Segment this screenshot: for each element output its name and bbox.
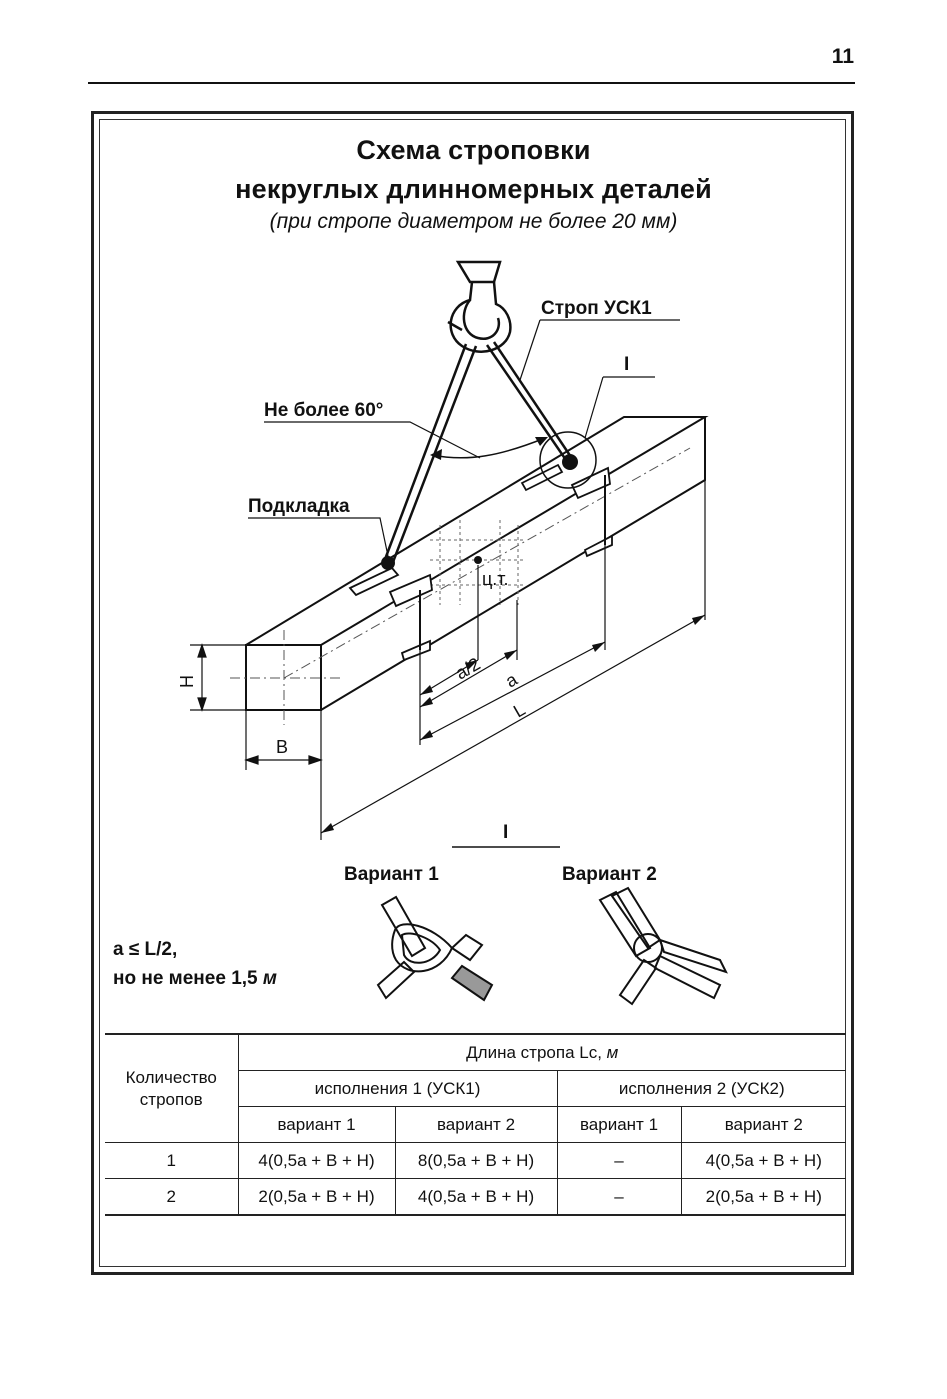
cell-e2v2: 2(0,5a + B + H) [680,1178,846,1216]
header-length-text: Длина стропа Lс, [466,1042,607,1062]
dim-L-label: L [510,699,529,721]
angle-arc [431,437,546,459]
header-e2-variant1: вариант 1 [556,1106,682,1143]
variant1-label: Вариант 1 [344,864,439,885]
detail-roman-I: I [503,822,508,843]
header-length: Длина стропа Lс, м [237,1033,846,1071]
table-row: 1 4(0,5a + B + H) 8(0,5a + B + H) – 4(0,… [105,1142,846,1179]
header-e1-variant1: вариант 1 [237,1106,396,1143]
beam-axis [230,447,691,725]
cog-label: ц.т. [482,569,509,589]
callout-roman-I: I [624,354,629,375]
table-row: 2 2(0,5a + B + H) 4(0,5a + B + H) – 2(0,… [105,1178,846,1216]
dimension-arrows [321,615,705,833]
sling-length-table: Количество стропов Длина стропа Lс, м ис… [105,1033,846,1216]
page-frame-inner [99,119,846,1267]
condition-line2-text: но не менее 1,5 [113,968,263,989]
right-sling-knot [562,454,578,470]
angle-arrow-right [535,437,548,446]
left-sling-knot [381,556,395,570]
page-subtitle: (при стропе диаметром не более 20 мм) [269,210,678,233]
cell-e1v2: 4(0,5a + B + H) [394,1178,558,1216]
variant2-knot-icon [598,886,728,1006]
variant2-label: Вариант 2 [562,864,657,885]
row-count: 1 [105,1142,239,1179]
header-exec1: исполнения 1 (УСК1) [237,1070,558,1107]
leader-lines [248,319,680,557]
page-title-line2: некруглых длинномерных деталей [235,174,712,204]
cell-e1v1: 2(0,5a + B + H) [237,1178,396,1216]
angle-label: Не более 60° [264,400,383,421]
header-rule [88,82,855,84]
sling-loops [419,475,606,650]
dimension-lines [320,480,706,834]
pads [348,463,613,662]
header-e1-variant2: вариант 2 [394,1106,558,1143]
header-count: Количество стропов [105,1033,239,1143]
dim-B-label: B [276,737,288,757]
dim-H-label: H [177,675,197,688]
pad-label: Подкладка [248,496,350,517]
dimension-B [244,710,323,840]
dimension-H [190,643,246,712]
detail-circle-I [539,431,597,489]
center-of-gravity [430,520,525,605]
dim-a-half-label: a/2 [452,654,484,684]
crane-hook-icon [447,260,512,353]
sling-legs [382,341,575,563]
cell-e2v1: – [556,1178,682,1216]
cell-e1v2: 8(0,5a + B + H) [394,1142,558,1179]
length-condition: a ≤ L/2, но не менее 1,5 м [113,935,277,993]
cell-e1v1: 4(0,5a + B + H) [237,1142,396,1179]
cell-e2v2: 4(0,5a + B + H) [680,1142,846,1179]
header-length-unit: м [606,1042,619,1062]
sling-label: Строп УСК1 [541,298,652,319]
condition-line2: но не менее 1,5 м [113,964,277,993]
page-frame-outer [91,111,854,1275]
row-count: 2 [105,1178,239,1216]
page-title-line1: Схема строповки [356,135,591,165]
header-e2-variant2: вариант 2 [680,1106,846,1143]
page-number: 11 [831,45,854,68]
variant1-knot-icon [376,895,494,1002]
condition-line1: a ≤ L/2, [113,939,178,960]
angle-arrow-left [430,449,442,460]
condition-unit: м [262,968,277,989]
header-exec2: исполнения 2 (УСК2) [556,1070,846,1107]
slinging-diagram: Строп УСК1 I Не более 60° Подкладка ц.т.… [177,260,728,1006]
cell-e2v1: – [556,1142,682,1179]
